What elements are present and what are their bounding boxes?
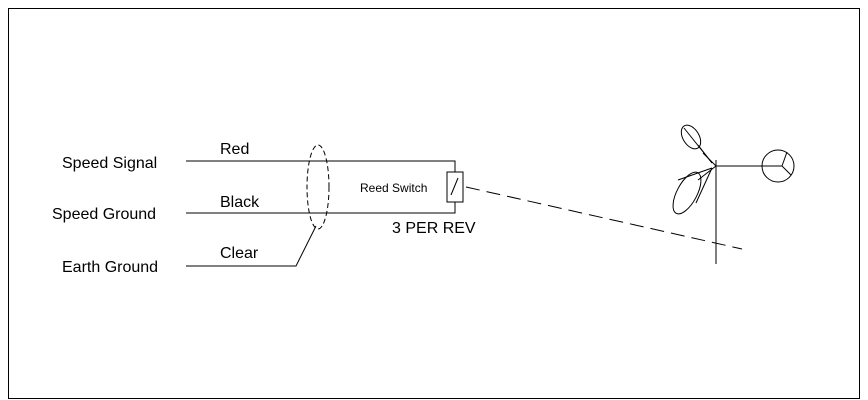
label-wire-black: Black	[220, 194, 260, 211]
cable-shield	[306, 144, 330, 230]
label-speed-ground: Speed Ground	[52, 206, 156, 223]
label-wire-clear: Clear	[220, 245, 259, 262]
wire-red	[186, 160, 456, 172]
label-earth-ground: Earth Ground	[62, 259, 158, 276]
wire-black	[186, 202, 456, 214]
mechanical-link	[465, 186, 743, 250]
anemometer-cup-front	[761, 149, 795, 183]
anemometer-cup-lower	[672, 167, 713, 215]
anemometer-icon	[672, 124, 795, 264]
reed-switch-box	[446, 171, 464, 203]
label-wire-red: Red	[220, 141, 249, 158]
anemometer-cup-upper	[680, 124, 713, 164]
reed-switch-rate: 3 PER REV	[392, 220, 476, 237]
label-speed-signal: Speed Signal	[62, 155, 157, 172]
reed-switch-label: Reed Switch	[360, 181, 427, 195]
diagram-frame	[8, 8, 860, 399]
reed-switch-contact	[450, 177, 459, 196]
wire-clear	[186, 225, 317, 267]
